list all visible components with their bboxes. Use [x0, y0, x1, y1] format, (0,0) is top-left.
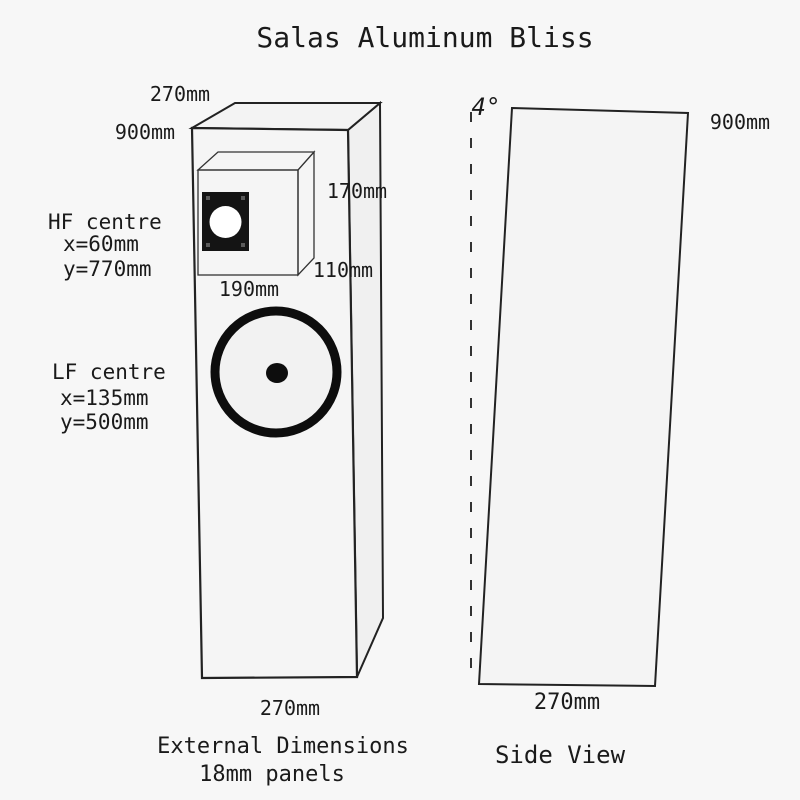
- hf-box-depth-label: 110mm: [313, 258, 373, 282]
- tweeter-screw: [206, 243, 210, 247]
- front-caption-line1: External Dimensions: [157, 734, 409, 759]
- woofer: [210, 306, 342, 438]
- hf-centre-x: x=60mm: [63, 232, 139, 256]
- hf-enclosure: [196, 150, 316, 277]
- hf-box-height-label: 170mm: [327, 179, 387, 203]
- woofer-dustcap: [266, 363, 288, 383]
- side-view: [470, 106, 690, 688]
- side-width-label: 270mm: [534, 690, 600, 715]
- side-caption: Side View: [495, 741, 626, 769]
- front-view: [188, 100, 385, 680]
- tweeter-screw: [241, 243, 245, 247]
- diagram-title: Salas Aluminum Bliss: [256, 21, 593, 54]
- front-width-label: 270mm: [260, 696, 320, 720]
- tweeter-screw: [241, 196, 245, 200]
- side-height-label: 900mm: [710, 110, 770, 134]
- lf-centre-title: LF centre: [52, 360, 166, 384]
- front-height-label: 900mm: [115, 120, 175, 144]
- tweeter: [202, 192, 249, 251]
- hf-centre-y: y=770mm: [63, 257, 152, 281]
- hf-box-front: [197, 169, 299, 276]
- top-depth-label: 270mm: [150, 82, 210, 106]
- lf-centre-x: x=135mm: [60, 386, 149, 410]
- front-caption-line2: 18mm panels: [199, 762, 345, 787]
- side-angle-label: 4°: [472, 93, 501, 121]
- side-view-panel: [477, 106, 690, 688]
- tweeter-dome: [209, 206, 242, 238]
- hf-box-width-label: 190mm: [219, 277, 279, 301]
- tweeter-screw: [206, 196, 210, 200]
- hf-centre-title: HF centre: [48, 210, 162, 234]
- lf-centre-y: y=500mm: [60, 410, 149, 434]
